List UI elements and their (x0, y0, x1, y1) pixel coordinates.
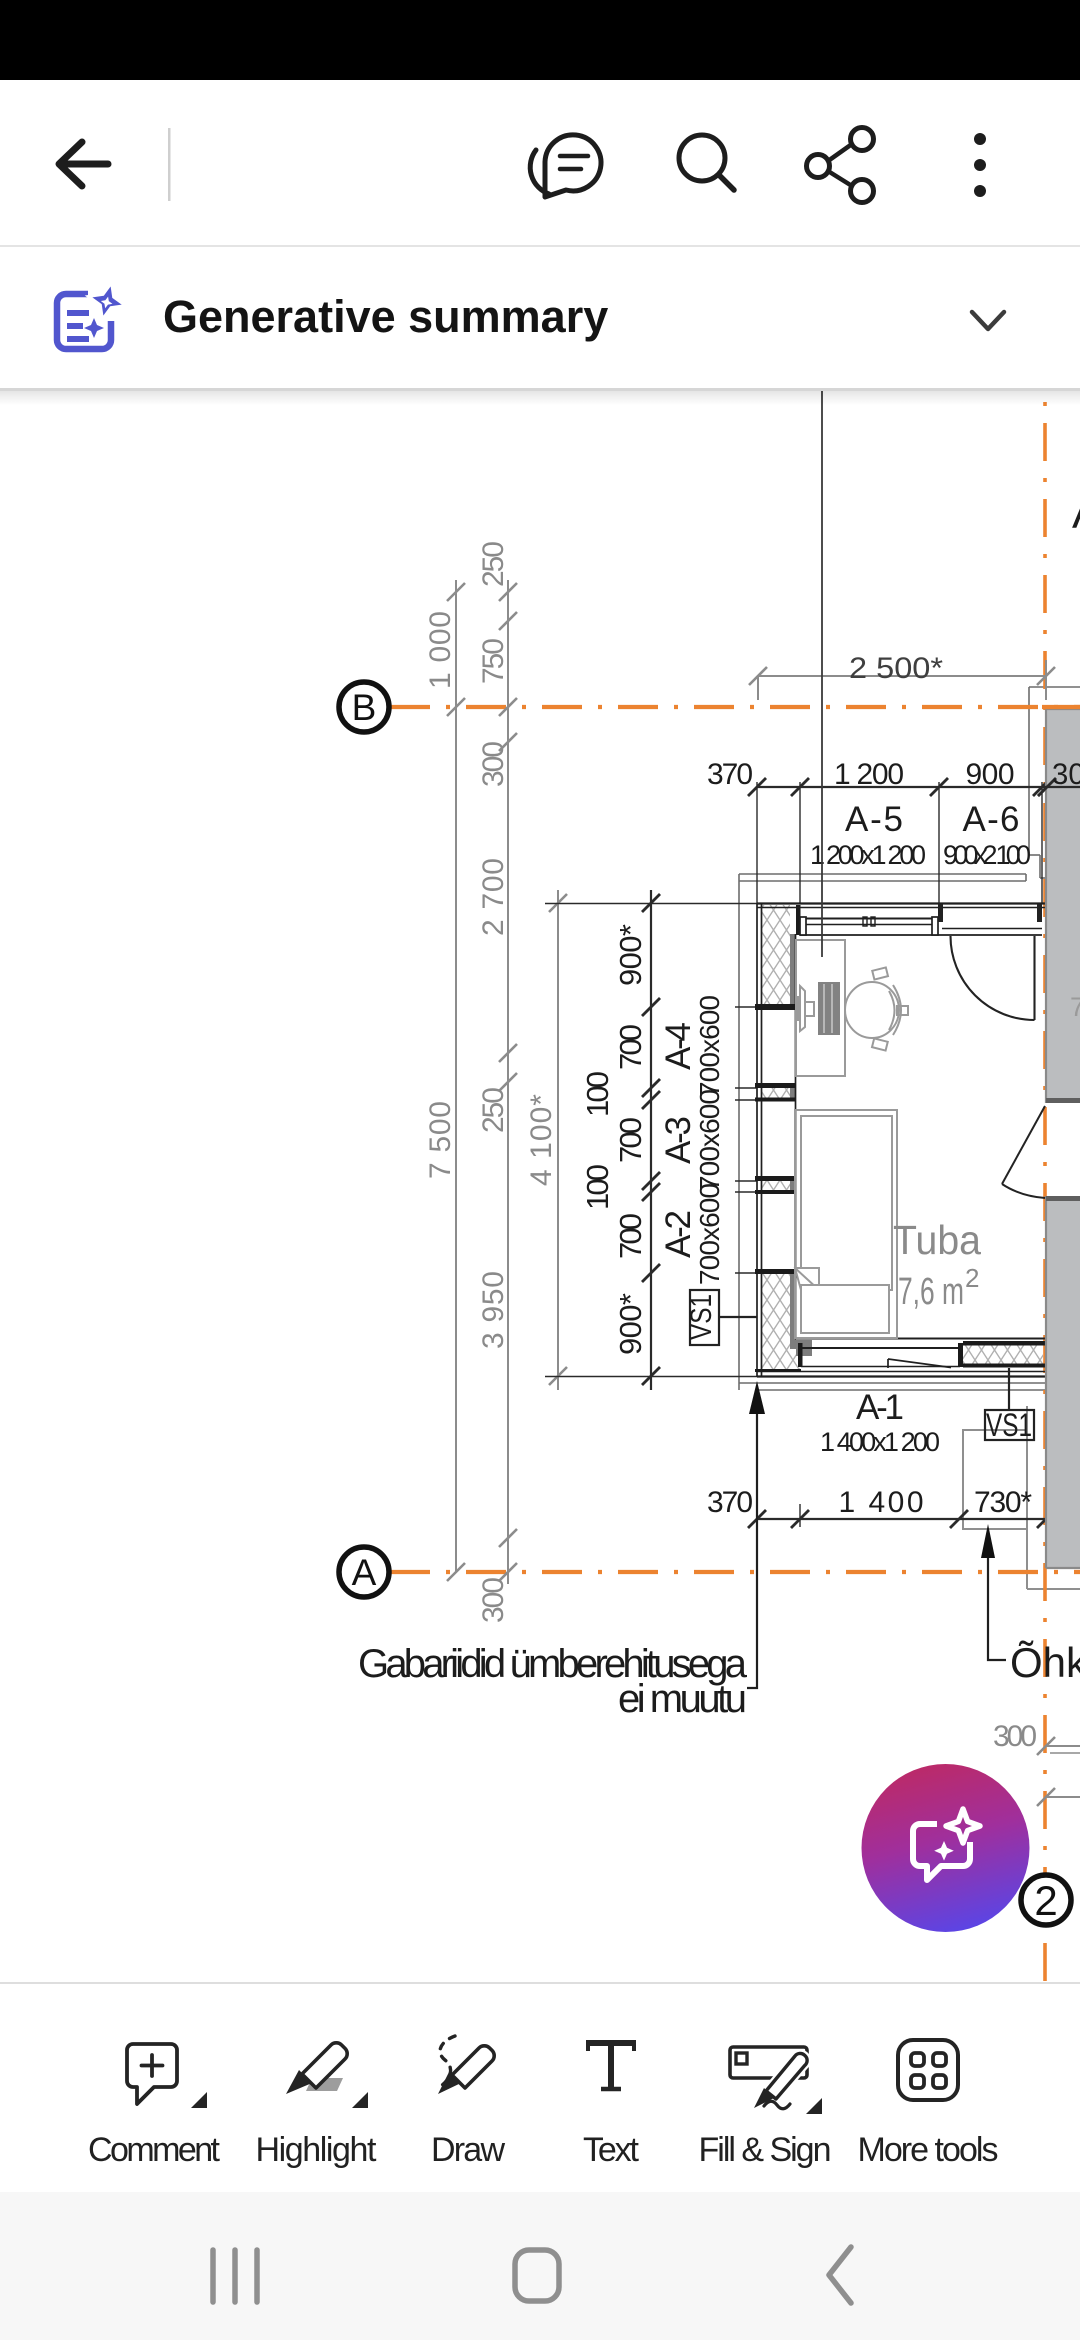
svg-text:900*: 900* (613, 924, 648, 986)
svg-text:300: 300 (477, 1577, 510, 1623)
svg-text:300: 300 (477, 741, 510, 787)
svg-text:Gabariidid ümberehitusega: Gabariidid ümberehitusega (358, 1642, 748, 1686)
svg-text:750: 750 (477, 638, 510, 684)
svg-text:2 500*: 2 500* (849, 652, 943, 685)
svg-text:A: A (352, 1552, 377, 1593)
svg-text:250: 250 (477, 1087, 510, 1133)
svg-text:700x600: 700x600 (694, 1089, 725, 1191)
svg-text:370: 370 (707, 758, 753, 791)
svg-text:700x600: 700x600 (694, 1183, 725, 1285)
svg-text:370: 370 (707, 1486, 753, 1519)
svg-text:730*: 730* (974, 1486, 1032, 1519)
svg-text:Text: Text (583, 2131, 640, 2169)
svg-text:VS1: VS1 (986, 1407, 1032, 1443)
svg-text:700x600: 700x600 (694, 995, 725, 1097)
svg-text:900*: 900* (613, 1293, 648, 1355)
svg-text:Draw: Draw (431, 2131, 505, 2169)
svg-text:250: 250 (477, 541, 510, 587)
svg-text:7,6 m: 7,6 m (898, 1271, 964, 1313)
svg-text:Fill & Sign: Fill & Sign (699, 2131, 832, 2169)
svg-text:1 000: 1 000 (424, 611, 457, 689)
svg-text:7,: 7, (1070, 992, 1080, 1022)
svg-text:2: 2 (1034, 1877, 1057, 1924)
svg-text:900: 900 (966, 758, 1015, 791)
svg-text:700: 700 (613, 1117, 648, 1163)
svg-text:7 500: 7 500 (424, 1101, 457, 1179)
svg-text:Comment: Comment (88, 2131, 221, 2169)
svg-text:A-5: A-5 (845, 800, 903, 839)
svg-text:100: 100 (580, 1071, 615, 1117)
svg-text:4 100*: 4 100* (525, 1094, 558, 1186)
svg-text:Highlight: Highlight (256, 2131, 378, 2169)
svg-text:Õhk-s: Õhk-s (1010, 1639, 1080, 1686)
svg-text:300: 300 (993, 1720, 1037, 1753)
svg-text:VS1: VS1 (685, 1294, 718, 1340)
svg-text:ei muutu: ei muutu (618, 1677, 747, 1721)
svg-text:900x2 100: 900x2 100 (943, 840, 1031, 870)
svg-text:300: 300 (1052, 758, 1080, 791)
svg-text:Tuba: Tuba (893, 1217, 981, 1263)
svg-text:100: 100 (580, 1164, 615, 1210)
svg-text:A: A (1072, 489, 1080, 538)
svg-text:2: 2 (965, 1263, 979, 1293)
svg-text:1 200: 1 200 (834, 758, 904, 791)
svg-text:A-3: A-3 (659, 1116, 698, 1164)
svg-text:More tools: More tools (858, 2131, 999, 2169)
svg-text:1 400x1 200: 1 400x1 200 (820, 1427, 940, 1457)
svg-text:1 200x1 200: 1 200x1 200 (810, 840, 926, 870)
svg-text:1 400: 1 400 (839, 1486, 924, 1519)
svg-text:3 950: 3 950 (477, 1271, 510, 1349)
svg-text:700: 700 (613, 1213, 648, 1259)
svg-text:A-6: A-6 (963, 800, 1020, 839)
svg-text:A-1: A-1 (856, 1388, 904, 1427)
svg-text:2 700: 2 700 (477, 858, 510, 936)
svg-text:700: 700 (613, 1024, 648, 1070)
svg-text:B: B (352, 687, 377, 728)
svg-text:A-2: A-2 (659, 1210, 698, 1258)
svg-text:A-4: A-4 (659, 1022, 698, 1070)
